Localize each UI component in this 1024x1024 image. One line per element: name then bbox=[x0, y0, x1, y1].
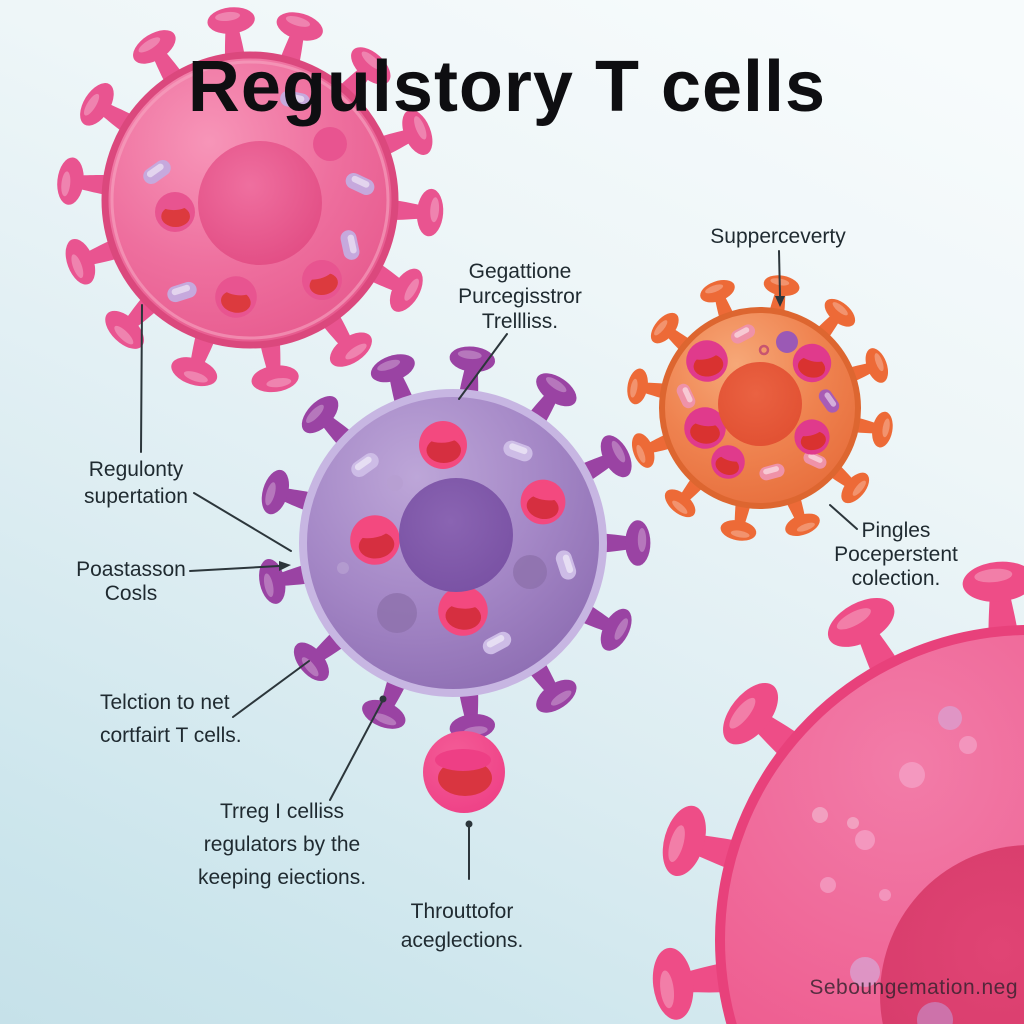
page-title: Regulstory T cells bbox=[187, 47, 827, 127]
purple-cell-center bbox=[255, 344, 651, 742]
label-telction: Telction to net cortfairt T cells. bbox=[100, 691, 242, 747]
label-gegattione: Gegattione Purcegisstror Trellliss. bbox=[458, 260, 582, 333]
orange-cell-top-right bbox=[624, 272, 896, 544]
watermark: Seboungemation.neg bbox=[809, 976, 1018, 999]
label-regulonty: Regulonty supertation bbox=[84, 458, 188, 508]
red-blood-blob bbox=[423, 731, 505, 813]
pink-cell-top-left bbox=[54, 4, 445, 396]
label-trreg: Trreg I celliss regulators by the keepin… bbox=[197, 800, 367, 889]
label-supperceverty: Supperceverty bbox=[710, 225, 846, 248]
leader-lines bbox=[140, 250, 858, 880]
label-pingles: Pingles Poceperstent colection. bbox=[834, 519, 958, 590]
label-poastasson: Poastasson Cosls bbox=[76, 558, 186, 605]
pink-cell-bottom-right bbox=[648, 558, 1024, 1024]
label-throuttofor: Throuttofor aceglections. bbox=[400, 900, 524, 952]
